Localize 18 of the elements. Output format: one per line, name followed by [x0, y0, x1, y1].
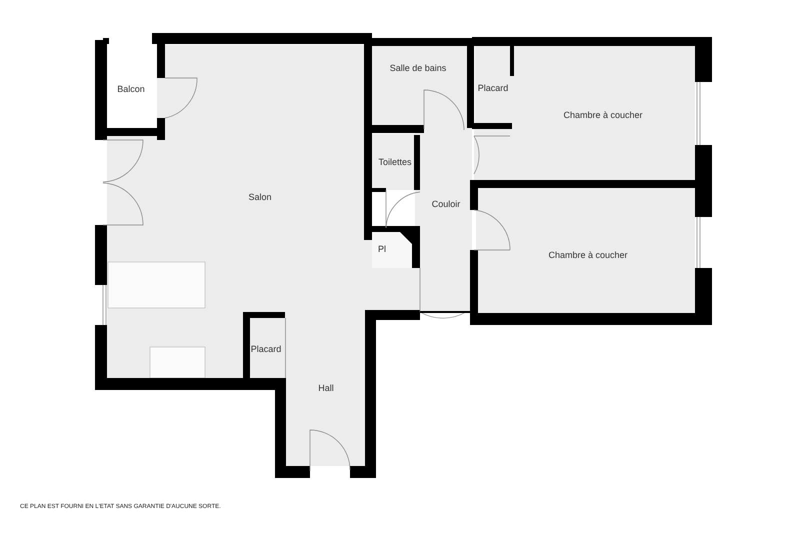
room-area	[476, 188, 695, 314]
room-label: Placard	[250, 344, 282, 354]
room-label: Toilettes	[378, 157, 412, 167]
room-label: Salon	[248, 192, 272, 202]
room-area	[512, 46, 695, 180]
room-label: Chambre à coucher	[548, 250, 628, 260]
room-label: Pl	[378, 244, 386, 254]
room-area	[372, 134, 415, 190]
room-label: Salle de bains	[390, 63, 446, 73]
room-area	[286, 378, 365, 466]
room-label: Chambre à coucher	[563, 110, 643, 120]
room-area	[475, 46, 512, 126]
room-label: Balcon	[117, 84, 145, 94]
room-label: Hall	[318, 383, 334, 393]
room-label: Placard	[478, 83, 508, 93]
room-area	[415, 126, 472, 312]
room-label: Couloir	[432, 199, 460, 209]
room-area	[372, 46, 469, 126]
